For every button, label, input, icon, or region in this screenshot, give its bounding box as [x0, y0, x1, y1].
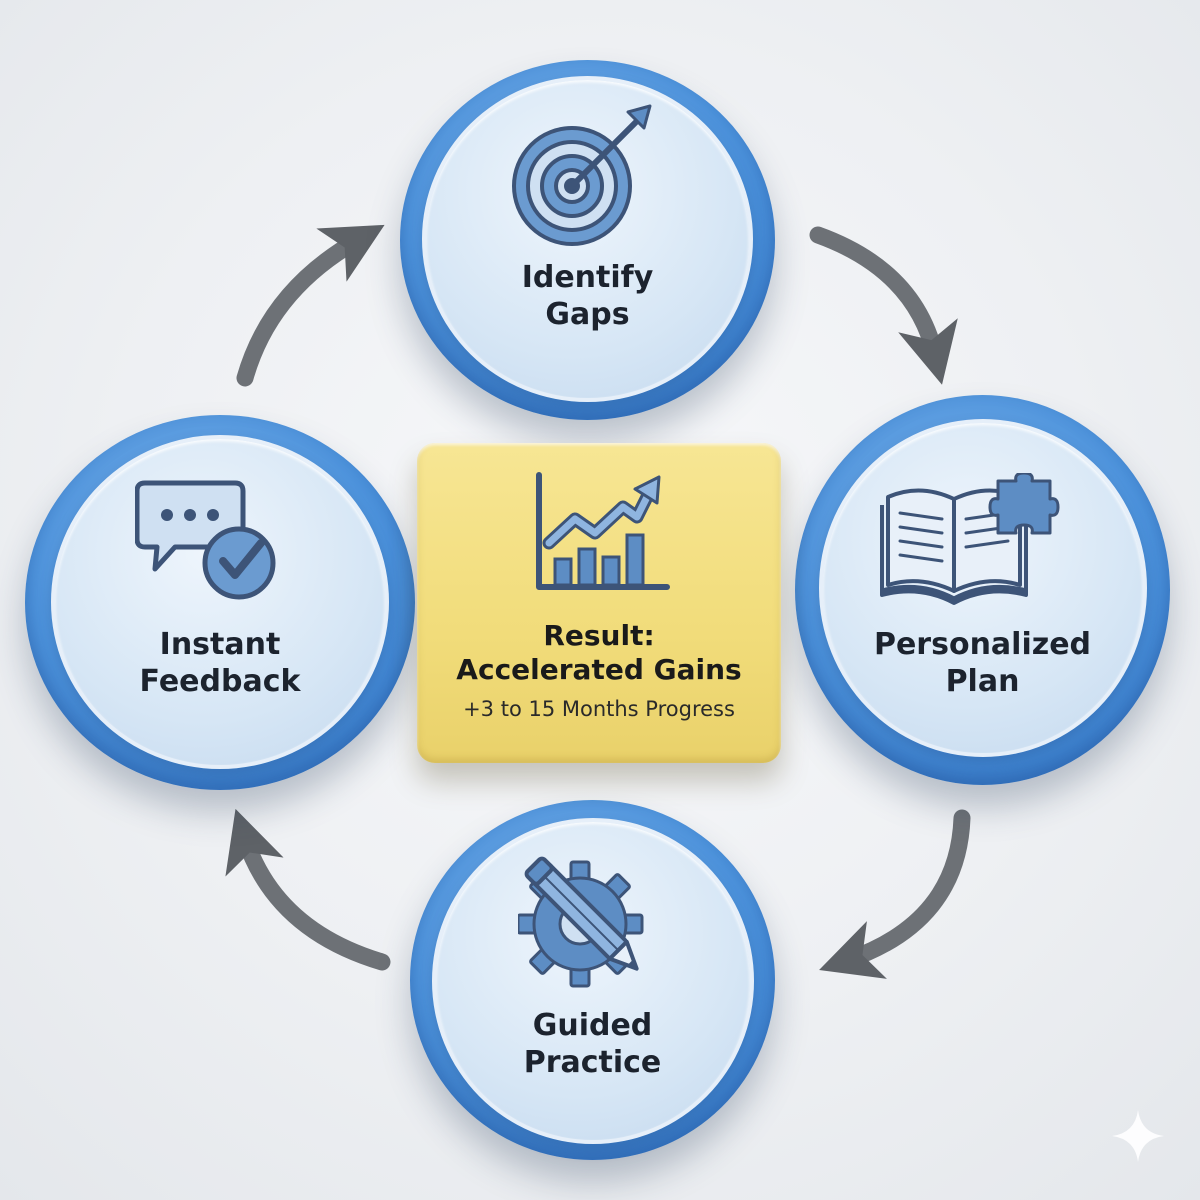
step-node-identify-gaps: Identify Gaps	[400, 60, 775, 420]
arrow-bottom-to-left	[225, 808, 391, 971]
chat-check-icon	[134, 477, 285, 612]
step-node-personalized-plan: Personalized Plan	[795, 395, 1170, 785]
result-box: Result: Accelerated Gains +3 to 15 Month…	[417, 443, 781, 763]
arrow-left-to-top	[236, 224, 385, 387]
result-title-line1: Result:	[543, 619, 655, 652]
target-arrow-icon	[500, 104, 670, 259]
node-label-line2: Gaps	[545, 296, 630, 332]
result-title-line2: Accelerated Gains	[456, 652, 742, 686]
node-label-line1: Personalized	[873, 627, 1092, 662]
node-label-line1: Identify	[521, 260, 654, 295]
book-puzzle-icon	[880, 471, 1060, 613]
node-label: Identify Gaps	[400, 260, 775, 333]
node-label: Instant Feedback	[25, 627, 415, 700]
growth-chart-icon	[531, 471, 671, 601]
node-label-line2: Practice	[523, 1044, 662, 1080]
result-title: Result: Accelerated Gains	[417, 619, 781, 686]
node-label-line2: Plan	[945, 663, 1020, 699]
result-subtitle: +3 to 15 Months Progress	[463, 697, 735, 721]
sparkle-icon	[1110, 1108, 1166, 1169]
step-node-guided-practice: Guided Practice	[410, 800, 775, 1160]
node-label-line2: Feedback	[139, 663, 301, 699]
node-label: Personalized Plan	[795, 627, 1170, 700]
step-node-instant-feedback: Instant Feedback	[25, 415, 415, 790]
node-label: Guided Practice	[410, 1008, 775, 1081]
arrow-right-to-bottom	[819, 809, 971, 979]
node-label-line1: Instant	[159, 627, 281, 662]
gear-pencil-icon	[516, 852, 668, 997]
node-label-line1: Guided	[532, 1008, 653, 1043]
node-face	[432, 818, 754, 1144]
arrow-top-to-right	[809, 226, 958, 385]
